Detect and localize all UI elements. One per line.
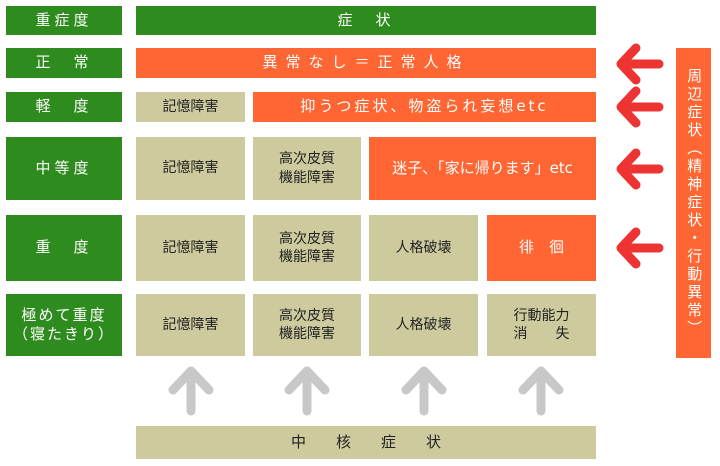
severity-severe: 重 度 <box>6 215 122 281</box>
cell-severe-memory: 記憶障害 <box>136 215 245 281</box>
cell-very-severe-memory: 記憶障害 <box>136 294 245 356</box>
severity-moderate: 中等度 <box>6 137 122 200</box>
core-symptoms-label: 中 核 症 状 <box>136 426 596 459</box>
red-arrow-icon <box>616 86 664 128</box>
cell-very-severe-loss: 行動能力 消 失 <box>487 294 596 356</box>
gray-arrow-up-icon <box>168 366 214 416</box>
cell-very-severe-cortical: 高次皮質 機能障害 <box>253 294 361 356</box>
symptom-header: 症 状 <box>136 6 596 35</box>
cell-normal-personality: 異常なし＝正常人格 <box>136 48 596 78</box>
red-arrow-icon <box>616 43 664 85</box>
cell-moderate-lost: 迷子、「家に帰ります」etc <box>369 137 596 200</box>
cell-very-severe-personality: 人格破壊 <box>369 294 478 356</box>
cell-moderate-cortical: 高次皮質 機能障害 <box>253 137 361 200</box>
gray-arrow-up-icon <box>401 366 447 416</box>
red-arrow-icon <box>616 148 664 190</box>
severity-very-severe: 極めて重度 （寝たきり） <box>6 294 122 356</box>
cell-severe-cortical: 高次皮質 機能障害 <box>253 215 361 281</box>
cell-mild-depression: 抑うつ症状、物盗られ妄想etc <box>253 92 596 122</box>
red-arrow-icon <box>616 227 664 269</box>
gray-arrow-up-icon <box>284 366 330 416</box>
cell-mild-memory: 記憶障害 <box>136 92 245 122</box>
cell-moderate-memory: 記憶障害 <box>136 137 245 200</box>
severity-header: 重症度 <box>6 6 122 35</box>
severity-mild: 軽 度 <box>6 92 122 122</box>
cell-severe-personality: 人格破壊 <box>369 215 478 281</box>
cell-severe-wandering: 徘 徊 <box>487 215 596 281</box>
peripheral-symptoms-label: 周辺症状（精神症状・行動異常） <box>676 48 711 358</box>
severity-normal: 正 常 <box>6 48 122 78</box>
gray-arrow-up-icon <box>518 366 564 416</box>
